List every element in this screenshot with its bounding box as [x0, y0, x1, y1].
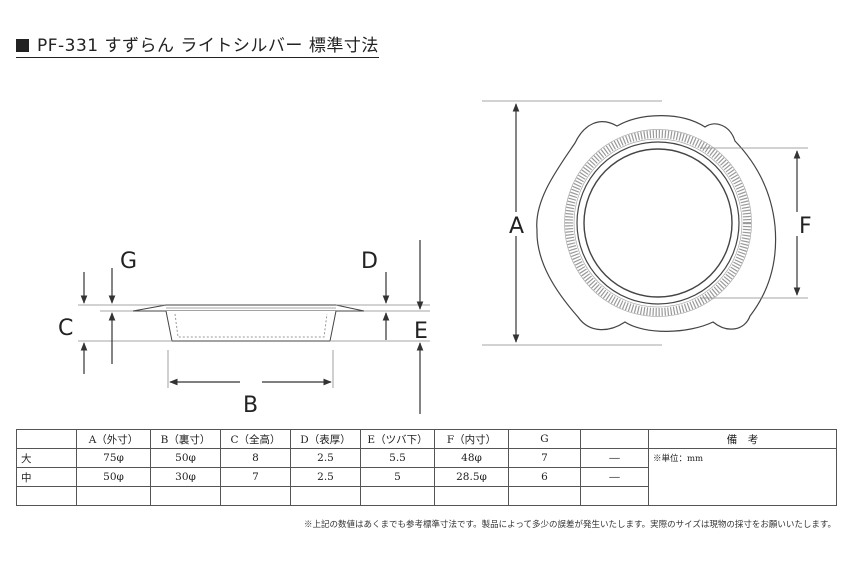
table-cell: 48φ	[434, 448, 509, 468]
table-cell: 30φ	[150, 467, 221, 487]
footnote: ※上記の数値はあくまでも参考標準寸法です。製品によって多少の誤差が発生いたします…	[303, 520, 836, 530]
table-cell	[290, 486, 361, 506]
table-cell: 50φ	[150, 448, 221, 468]
table-header: F（内寸）	[434, 429, 509, 449]
table-header: E（ツバ下）	[360, 429, 435, 449]
table-cell: 6	[508, 467, 581, 487]
table-cell: 大	[16, 448, 77, 468]
label-c: C	[58, 316, 73, 341]
table-cell	[508, 486, 581, 506]
bullet-square-icon	[16, 39, 29, 52]
table-cell: 2.5	[290, 448, 361, 468]
label-f: F	[799, 214, 812, 239]
table-header-row: A（外寸） B（裏寸） C（全高） D（表厚） E（ツバ下） F（内寸） G 備…	[16, 429, 837, 449]
table-header: A（外寸）	[76, 429, 151, 449]
table-cell: 7	[220, 467, 291, 487]
page-title: PF-331 すずらん ライトシルバー 標準寸法	[16, 36, 379, 58]
table-cell	[16, 486, 77, 506]
dimension-table: A（外寸） B（裏寸） C（全高） D（表厚） E（ツバ下） F（内寸） G 備…	[16, 429, 837, 506]
table-cell: 8	[220, 448, 291, 468]
table-cell: 5.5	[360, 448, 435, 468]
table-cell: 7	[508, 448, 581, 468]
remarks-cell: ※単位：mm	[648, 448, 837, 506]
table-header: D（表厚）	[290, 429, 361, 449]
label-d: D	[361, 249, 378, 274]
table-cell	[76, 486, 151, 506]
table-cell: ―	[580, 448, 649, 468]
side-view	[78, 304, 430, 388]
table-cell	[360, 486, 435, 506]
table-cell	[580, 486, 649, 506]
top-view	[482, 100, 808, 346]
table-cell	[150, 486, 221, 506]
page-title-text: PF-331 すずらん ライトシルバー 標準寸法	[37, 36, 379, 56]
label-a: A	[509, 214, 524, 239]
table-row: 大 75φ 50φ 8 2.5 5.5 48φ 7 ― ※単位：mm	[16, 448, 837, 506]
dimension-drawing: A B C D E F G	[58, 100, 812, 418]
table-cell: ―	[580, 467, 649, 487]
table-cell	[434, 486, 509, 506]
table-cell: 2.5	[290, 467, 361, 487]
table-header: B（裏寸）	[150, 429, 221, 449]
table-row	[16, 486, 837, 506]
table-cell: 50φ	[76, 467, 151, 487]
beaded-ring	[565, 130, 751, 316]
label-e: E	[414, 319, 428, 344]
table-header	[580, 429, 649, 449]
table-header-remarks: 備 考	[648, 429, 837, 449]
table-cell: 中	[16, 467, 77, 487]
table-cell: 75φ	[76, 448, 151, 468]
table-row: 中 50φ 30φ 7 2.5 5 28.5φ 6 ―	[16, 467, 837, 487]
table-cell: 5	[360, 467, 435, 487]
inner-opening	[583, 148, 733, 298]
label-g: G	[120, 249, 137, 274]
table-header	[16, 429, 77, 449]
table-header: G	[508, 429, 581, 449]
label-b: B	[243, 393, 258, 418]
table-cell: 28.5φ	[434, 467, 509, 487]
table-header: C（全高）	[220, 429, 291, 449]
side-body	[165, 310, 337, 342]
table-cell	[220, 486, 291, 506]
